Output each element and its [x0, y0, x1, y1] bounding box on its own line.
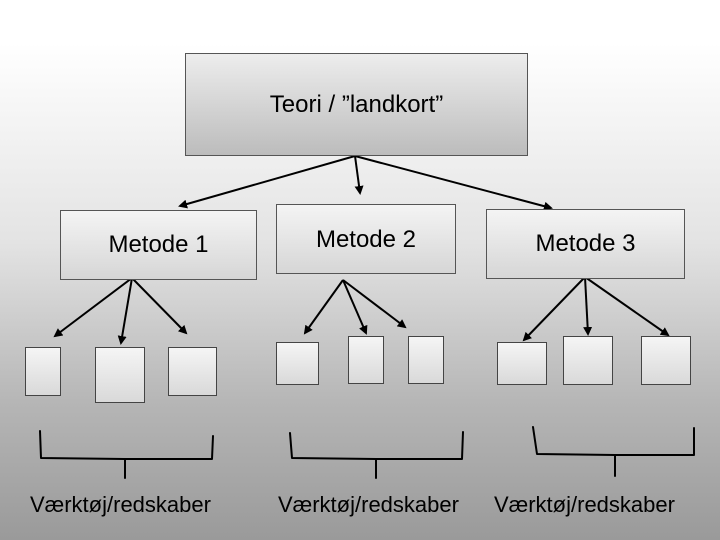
arrow-root-to-method-1 [178, 155, 356, 209]
tool-group-brace-3 [532, 426, 695, 477]
arrow-method-2-to-tool-1 [303, 279, 344, 335]
arrow-method-2-to-tool-3 [342, 279, 407, 329]
arrow-method-3-to-tool-3 [584, 276, 670, 337]
tool-box-1-2 [95, 347, 145, 403]
arrow-method-1-to-tool-2 [117, 277, 133, 345]
root-arrows [178, 155, 553, 211]
tool-box-2-3 [408, 336, 444, 384]
arrow-method-3-to-tool-2 [583, 276, 593, 336]
method-1-arrows [53, 277, 188, 345]
arrow-method-1-to-tool-1 [53, 277, 133, 338]
method-1-label: Metode 1 [108, 231, 209, 258]
tool-box-3-3 [641, 336, 691, 385]
tool-group-brace-2 [289, 431, 464, 479]
method-node-2: Metode 2 [276, 204, 456, 274]
tool-group-label-3: Værktøj/redskaber [494, 492, 675, 517]
tool-group-label-1: Værktøj/redskaber [30, 492, 211, 517]
arrow-root-to-method-3 [354, 155, 553, 211]
method-3-arrows [522, 276, 670, 342]
arrow-root-to-method-2 [354, 155, 364, 195]
arrow-method-3-to-tool-1 [522, 276, 586, 342]
theory-root-label: Teori / ”landkort” [269, 90, 444, 118]
method-3-label: Metode 3 [535, 230, 636, 257]
tool-box-3-2 [563, 336, 613, 385]
theory-root-node: Teori / ”landkort” [185, 53, 528, 156]
arrow-method-1-to-tool-3 [131, 277, 188, 335]
tool-box-1-3 [168, 347, 217, 396]
method-2-label: Metode 2 [315, 226, 417, 253]
tool-box-2-1 [276, 342, 319, 385]
tool-box-3-1 [497, 342, 547, 385]
arrow-method-2-to-tool-2 [342, 279, 368, 335]
tool-group-brace-1 [39, 430, 214, 479]
tool-box-1-1 [25, 347, 61, 396]
tool-box-2-2 [348, 336, 384, 384]
tool-group-label-2: Værktøj/redskaber [278, 492, 459, 517]
tool-group-braces [39, 426, 695, 479]
method-node-1: Metode 1 [60, 210, 257, 280]
method-2-arrows [303, 279, 407, 335]
method-node-3: Metode 3 [486, 209, 685, 279]
